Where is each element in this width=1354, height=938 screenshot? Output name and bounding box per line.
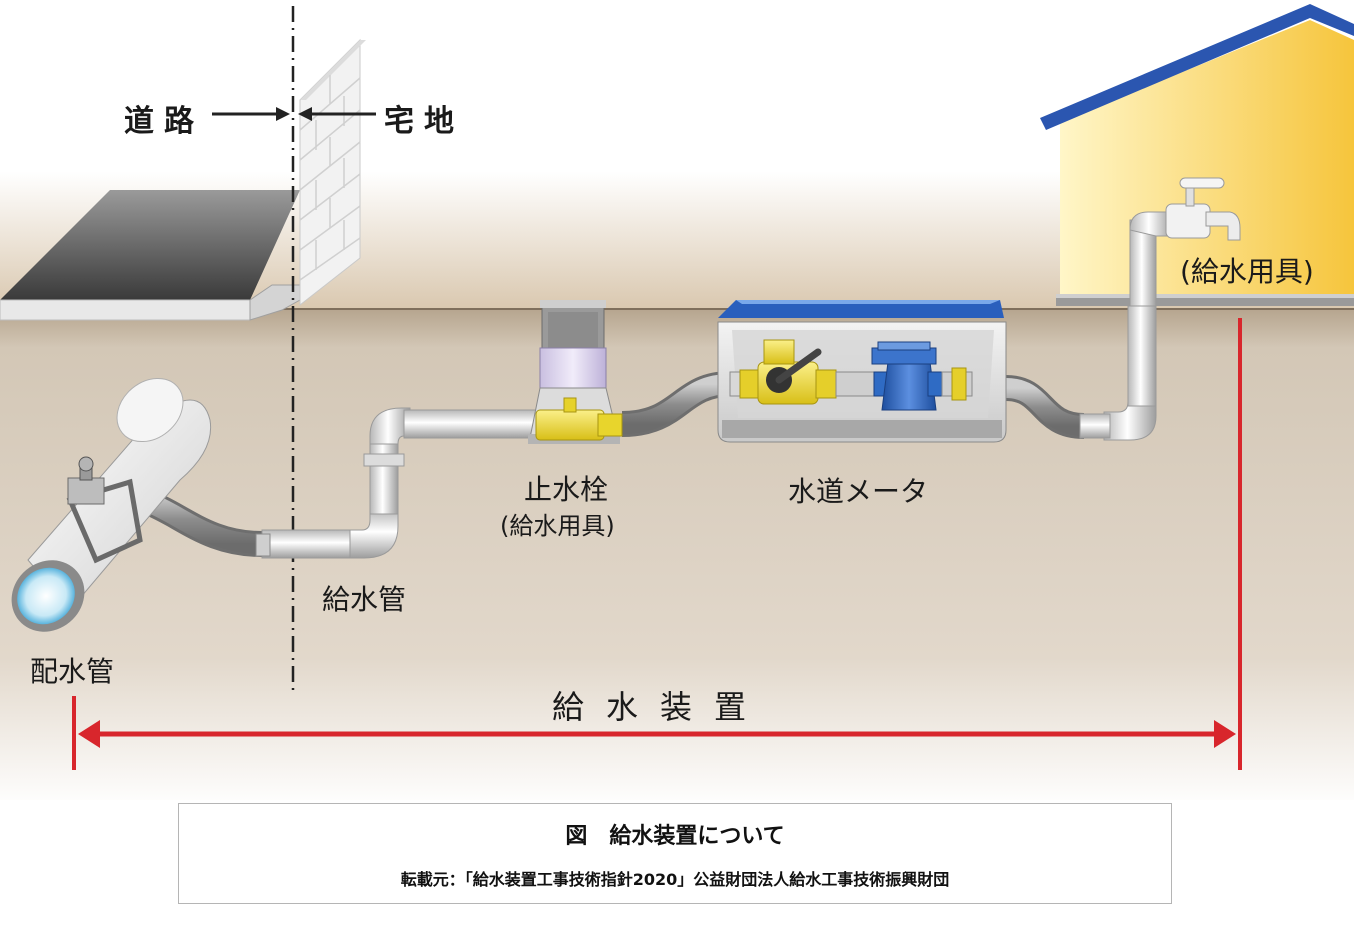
water-supply-diagram [0, 0, 1354, 800]
riser-pipe [1127, 305, 1157, 413]
stopcock-label: 止水栓 [524, 473, 609, 506]
yard-label: 宅地 [384, 104, 464, 139]
road-curb [0, 299, 251, 321]
stopcock-icon [528, 300, 623, 444]
faucet-icon [1129, 177, 1241, 321]
yard-arrow [298, 107, 376, 121]
water-meter-label: 水道メータ [788, 475, 929, 508]
fixture-label: (給水用具) [1180, 255, 1314, 288]
caption-title: 図 給水装置について [565, 824, 785, 849]
caption-box: 図 給水装置について 転載元：「給水装置工事技術指針2020」公益財団法人給水工… [178, 803, 1172, 904]
service-pipe-run [255, 407, 541, 559]
block-wall [299, 38, 366, 307]
meter-valve-icon [739, 339, 837, 405]
supply-device-dimension [72, 318, 1242, 770]
distribution-main-label: 配水管 [30, 655, 115, 688]
service-pipe-label: 給水管 [322, 583, 407, 616]
supply-device-label: 給水装置 [552, 688, 769, 726]
road-label: 道路 [124, 104, 204, 139]
caption-source: 転載元：「給水装置工事技術指針2020」公益財団法人給水工事技術振興財団 [400, 870, 950, 889]
distribution-main-icon [11, 377, 212, 632]
road-surface [0, 190, 300, 300]
road-arrow [212, 107, 290, 121]
stopcock-sublabel: (給水用具) [500, 512, 615, 540]
water-meter-icon [871, 341, 945, 411]
riser-elbow [1103, 401, 1157, 441]
